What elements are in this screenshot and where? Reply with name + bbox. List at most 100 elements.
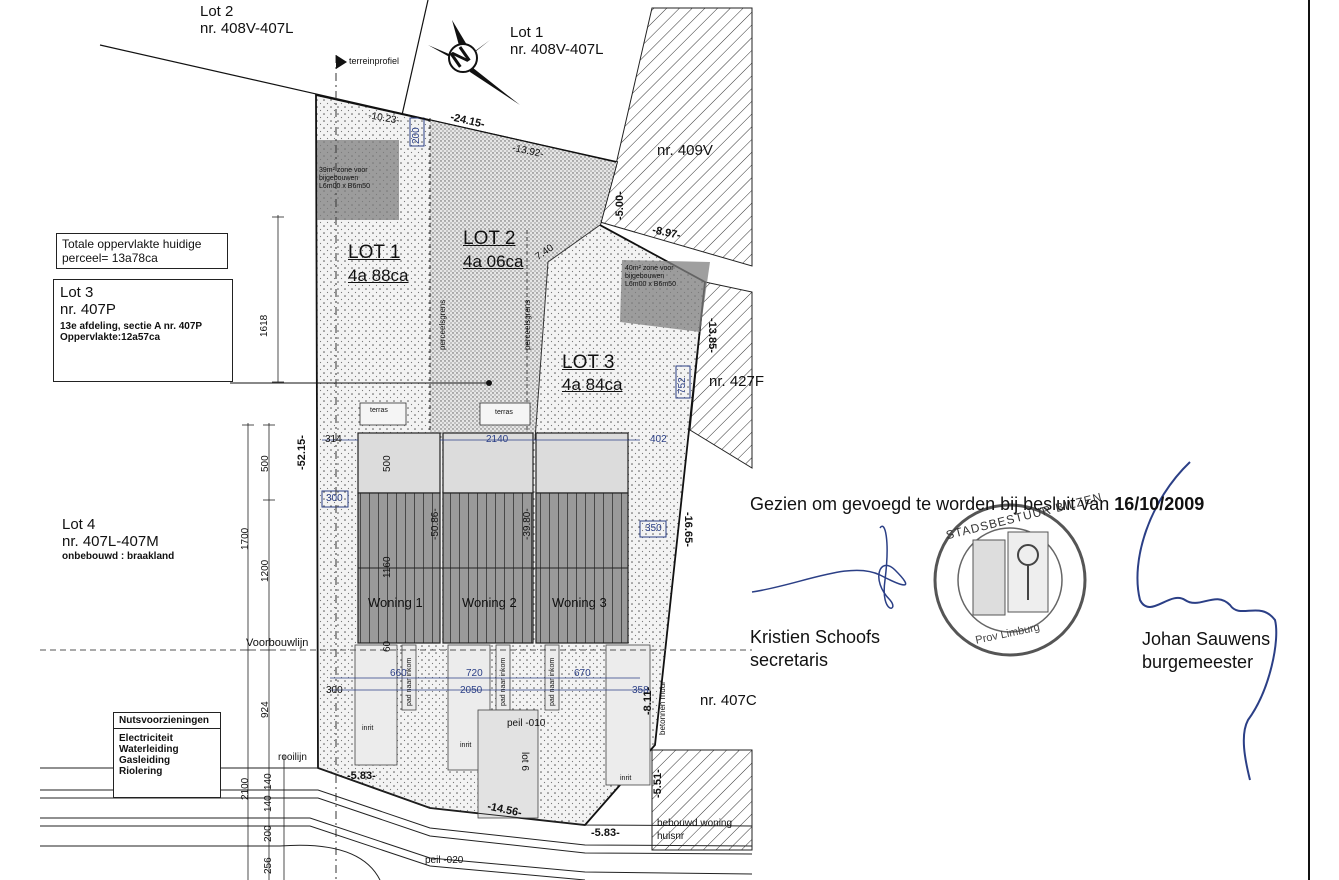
parcel-427f: nr. 427F — [709, 373, 765, 390]
dim-13-85: -13.85- — [706, 318, 718, 353]
level-020-label: peil -020 — [425, 855, 464, 866]
dim-660: 660 — [390, 668, 407, 679]
secretary-role: secretaris — [750, 649, 829, 670]
total-area-box: Totale oppervlakte huidige perceel= 13a7… — [56, 233, 228, 269]
driveway-3-label: inrit — [620, 775, 632, 782]
annex-zone-1-line3: L6m00 x B6m50 — [319, 183, 370, 191]
dim-358: 358 — [632, 685, 649, 696]
dim-300-b: 300 — [326, 685, 343, 696]
lot2-area: 4a 06ca — [463, 252, 524, 271]
vdim-1700: 1700 — [240, 527, 251, 550]
parcel-407c: nr. 407C — [700, 692, 757, 709]
driveway-1-label: inrit — [362, 725, 374, 732]
lot2-header: Lot 2 nr. 408V-407L — [200, 3, 293, 38]
house-number-label: huisnr — [657, 831, 685, 842]
house-2-label: Woning 2 — [462, 595, 517, 610]
dim-402: 402 — [650, 434, 667, 445]
secretary-block: Kristien Schoofs secretaris — [750, 626, 880, 671]
lot3-title: LOT 3 — [562, 352, 615, 373]
dim-670: 670 — [574, 668, 591, 679]
dim-60: 60 — [382, 640, 393, 652]
parcel-409v: nr. 409V — [657, 142, 713, 159]
dim-39-80: -39.80- — [522, 508, 533, 540]
approval-date: 16/10/2009 — [1114, 494, 1205, 514]
lot1-header-name: Lot 1 — [510, 24, 544, 41]
dim-350: 350 — [645, 523, 662, 534]
dim-752: 752 — [677, 377, 688, 394]
lot2-title: LOT 2 — [463, 228, 516, 249]
annex-zone-2: 40m² zone voor bijgebouwen L6m00 x B6m50 — [625, 265, 676, 289]
vdim-500: 500 — [260, 455, 271, 472]
lot1-area: 4a 88ca — [348, 266, 409, 285]
built-house-label: bebouwd woning — [657, 818, 733, 829]
terrace-2-label: terras — [495, 409, 513, 416]
path-1-label: pad naar inkom — [406, 657, 413, 706]
house-3-label: Woning 3 — [552, 595, 607, 610]
mayor-signature — [1136, 461, 1278, 781]
dim-720: 720 — [466, 668, 483, 679]
north-arrow — [428, 20, 520, 105]
utility-item: Electriciteit — [119, 733, 173, 744]
lot2-header-name: Lot 2 — [200, 3, 234, 20]
approval-statement: Gezien om gevoegd te worden bij besluit … — [750, 494, 1204, 515]
dim-1160: 1160 — [382, 556, 393, 578]
lot3-area: 4a 84ca — [562, 375, 623, 394]
terrain-profile-label: terreinprofiel — [349, 56, 400, 66]
path-2-label: pad naar inkom — [500, 657, 507, 706]
utilities-title: Nutsvoorzieningen — [114, 715, 220, 729]
vdim-1618: 1618 — [259, 314, 270, 337]
terrace-1-label: terras — [370, 407, 388, 414]
dim-314: 314 — [325, 434, 342, 445]
lot4-name: Lot 4 — [62, 516, 96, 533]
mayor-name: Johan Sauwens — [1142, 629, 1271, 649]
dim-50-86: -50.86- — [430, 508, 441, 540]
driveway-2-label: inrit — [460, 742, 472, 749]
vdim-924: 924 — [260, 701, 271, 718]
lot6-label: lot 6 — [519, 752, 530, 771]
secretary-name: Kristien Schoofs — [750, 627, 881, 647]
utilities-box: Nutsvoorzieningen Electriciteit Waterlei… — [113, 712, 221, 798]
rooilijn-label: rooilijn — [278, 752, 307, 763]
annex-zone-2-line2: bijgebouwen — [625, 273, 665, 281]
utility-item: Gasleiding — [119, 755, 171, 766]
total-area-line1: Totale oppervlakte huidige — [62, 237, 202, 251]
lot1-header-nr: nr. 408V-407L — [510, 41, 604, 59]
dim-8-11: -8.11- — [642, 686, 654, 715]
city-seal — [933, 503, 1087, 657]
annex-zone-2-line3: L6m00 x B6m50 — [625, 281, 676, 289]
lot1-header: Lot 1 nr. 408V-407L — [510, 24, 603, 59]
lot3-box-nr: nr. 407P — [60, 301, 116, 318]
dim-5-83-b: -5.83- — [591, 827, 620, 839]
lot-boundary-1-label: perceelsgrens — [438, 299, 447, 350]
annex-zone-1-line2: bijgebouwen — [319, 175, 359, 183]
level-010-label: peil -010 — [507, 718, 546, 729]
lot4-note: onbebouwd : braakland — [62, 550, 175, 562]
vdim-140-b: 140 — [263, 795, 274, 812]
dim-2050: 2050 — [460, 685, 483, 696]
approval-text: Gezien om gevoegd te worden bij besluit … — [750, 494, 1115, 514]
lot1-title: LOT 1 — [348, 242, 401, 263]
dim-200: 200 — [411, 127, 422, 144]
lot3-box-area: Oppervlakte:12a57ca — [60, 332, 161, 343]
lot4-label: Lot 4 nr. 407L-407M onbebouwd : braaklan… — [62, 516, 174, 562]
dim-2140: 2140 — [486, 434, 509, 445]
dim-5-51: -5.51- — [652, 769, 664, 798]
vdim-2100: 2100 — [240, 777, 251, 800]
dim-300-a: 300 — [326, 493, 343, 504]
lot4-nr: nr. 407L-407M — [62, 533, 159, 551]
annex-zone-1: 39m² zone voor bijgebouwen L6m00 x B6m50 — [319, 167, 370, 191]
dim-16-65: -16.65- — [682, 512, 694, 547]
vdim-140-a: 140 — [263, 773, 274, 790]
dim-5-00: -5.00- — [614, 191, 626, 220]
concrete-wall-label: betonnen muur — [658, 681, 667, 735]
lot2-header-nr: nr. 408V-407L — [200, 20, 294, 38]
vdim-200: 200 — [263, 825, 274, 842]
lot3-box-section: 13e afdeling, sectie A nr. 407P — [60, 321, 203, 332]
utility-item: Riolering — [119, 766, 163, 777]
secretary-signature — [751, 525, 907, 609]
path-3-label: pad naar inkom — [549, 657, 556, 706]
mayor-block: Johan Sauwens burgemeester — [1142, 628, 1270, 673]
mayor-role: burgemeester — [1142, 651, 1254, 672]
lot-boundary-2-label: perceelsgrens — [523, 299, 532, 350]
